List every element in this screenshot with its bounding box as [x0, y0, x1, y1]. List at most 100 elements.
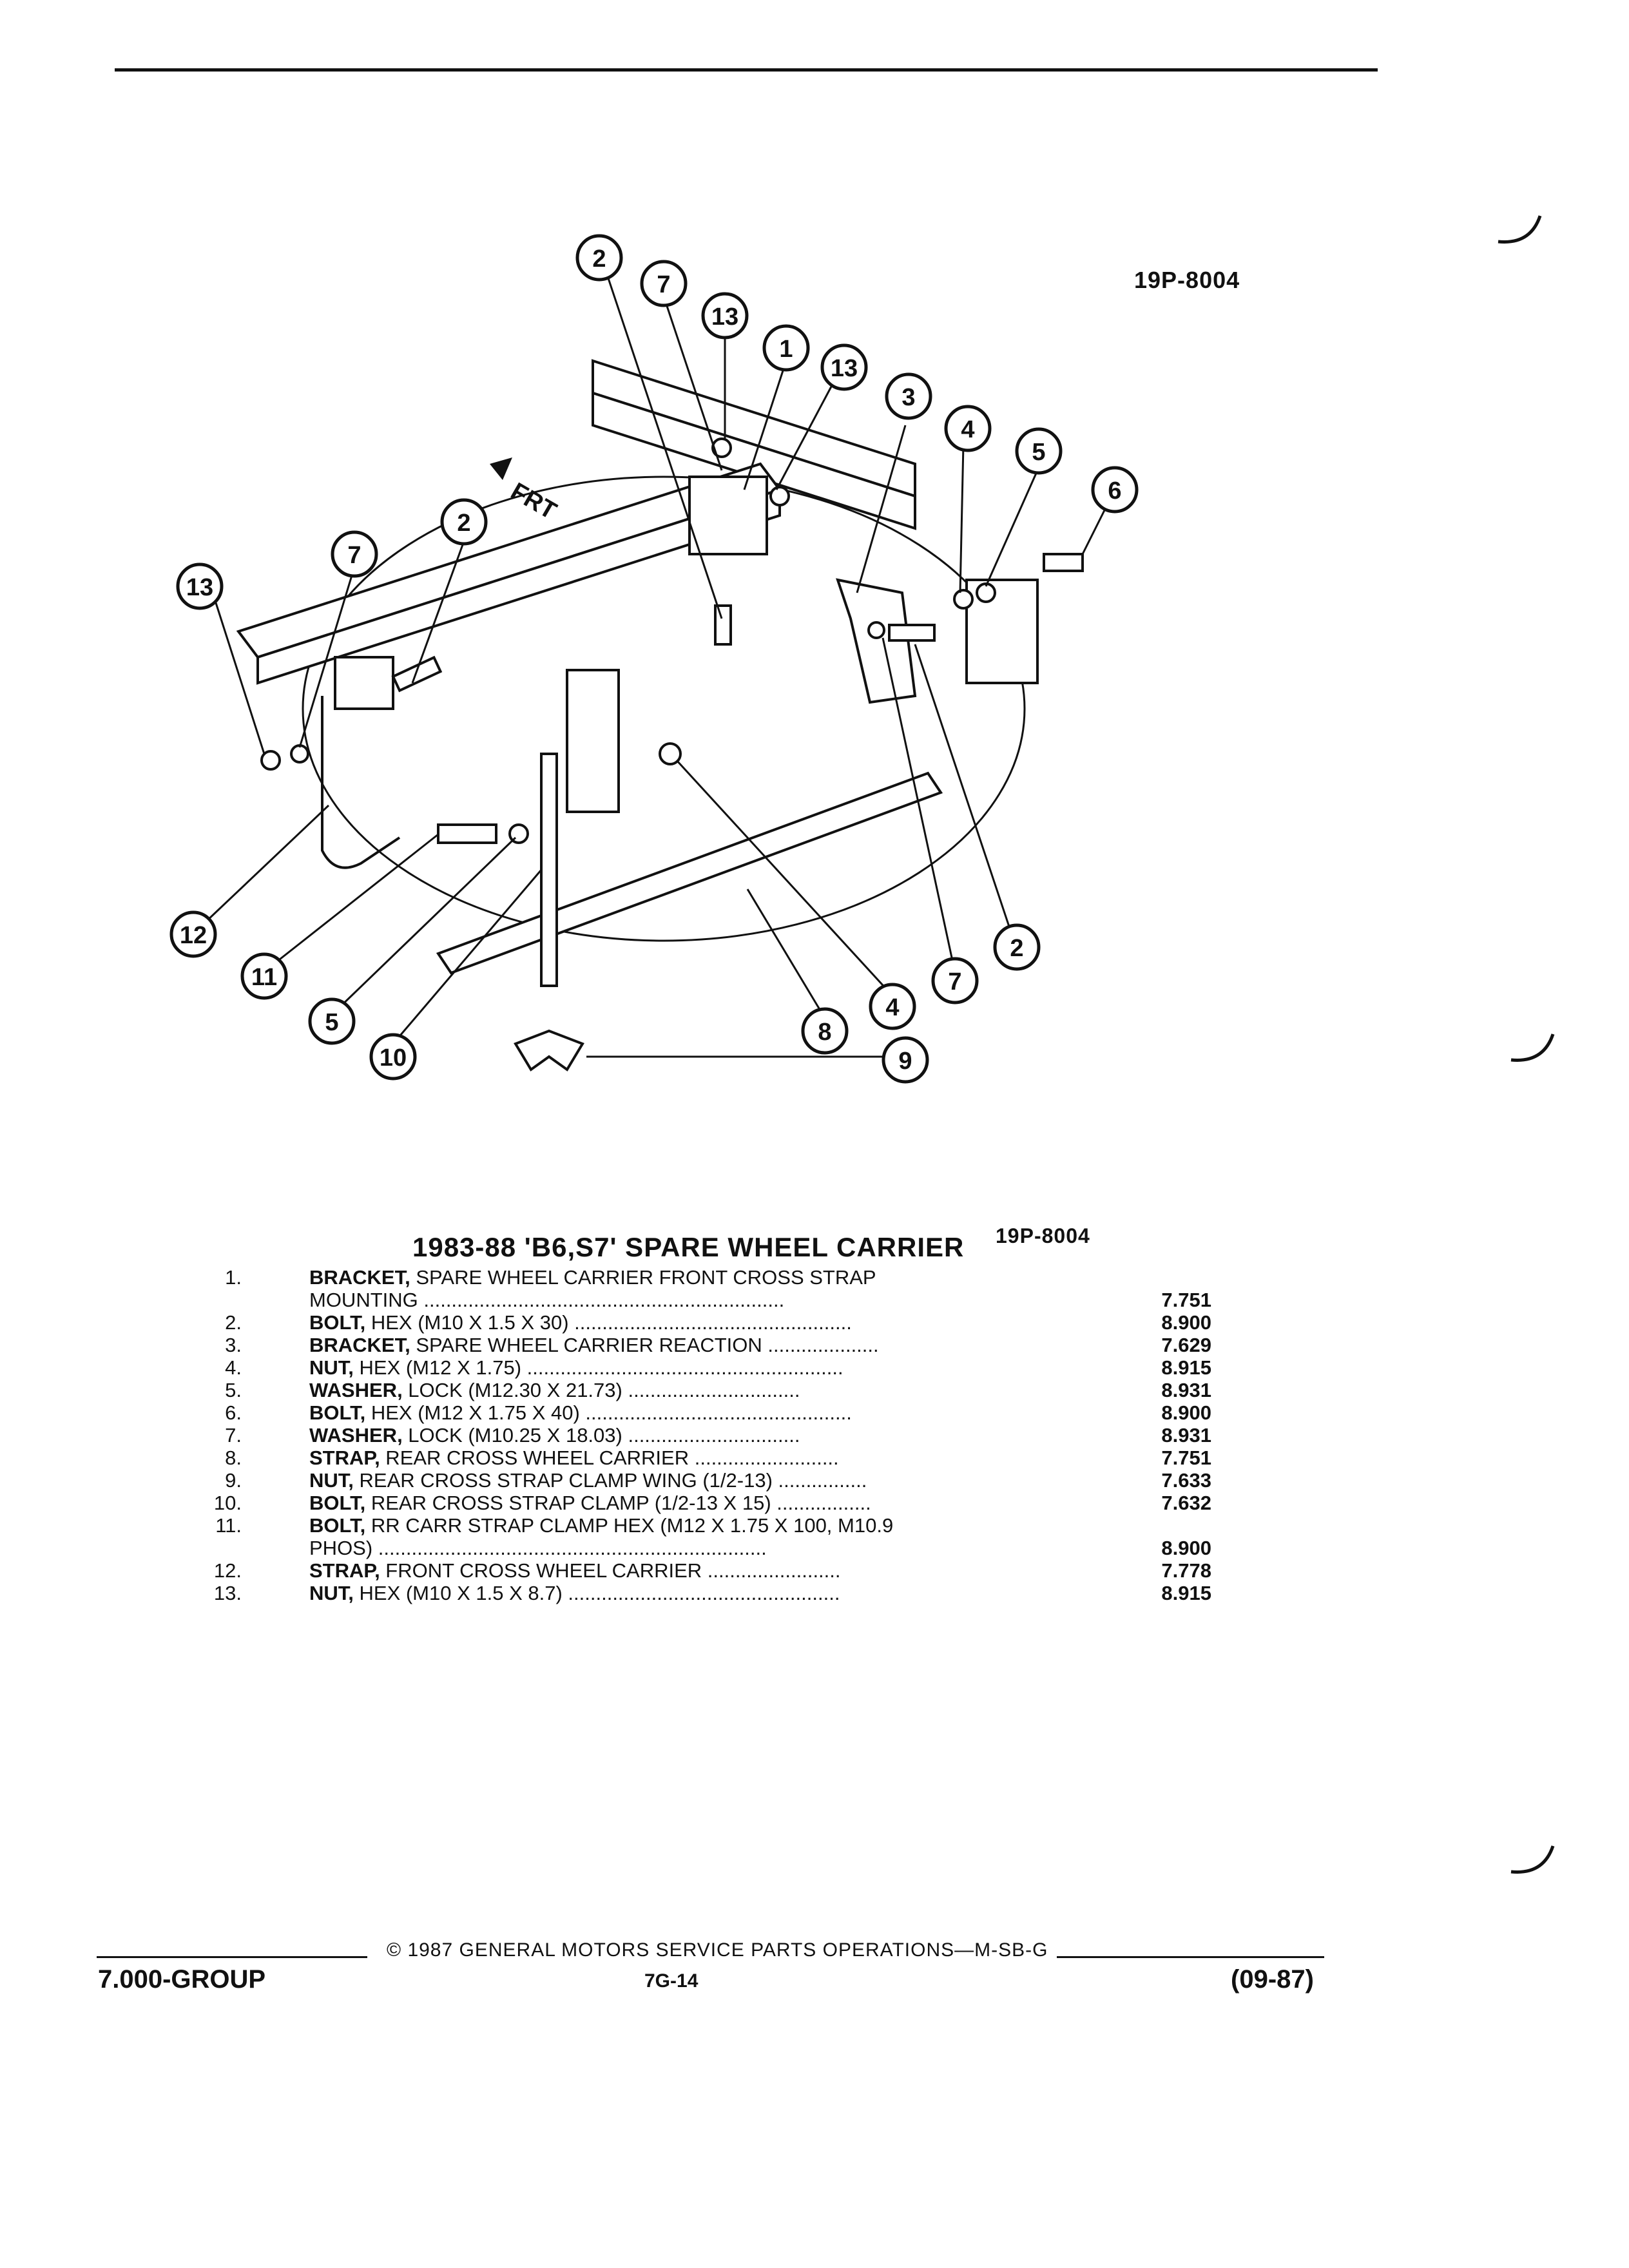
item-spec: FRONT CROSS WHEEL CARRIER ..............…	[380, 1559, 841, 1582]
item-number: 9.	[225, 1469, 242, 1492]
item-spec: LOCK (M12.30 X 21.73) ..................…	[402, 1379, 800, 1401]
item-spec: REAR CROSS STRAP CLAMP (1/2-13 X 15) ...…	[365, 1492, 871, 1514]
parts-list-row: 2. BOLT, HEX (M10 X 1.5 X 30) ...........…	[193, 1311, 1211, 1334]
callout-12: 12	[169, 910, 217, 958]
item-description: NUT, HEX (M10 X 1.5 X 8.7) .............…	[309, 1582, 1070, 1604]
item-number: 4.	[225, 1356, 242, 1379]
svg-text:7: 7	[347, 542, 361, 569]
front-marker: FRT	[506, 477, 561, 524]
item-spec: REAR CROSS WHEEL CARRIER ...............…	[380, 1446, 839, 1469]
svg-text:7: 7	[948, 968, 961, 995]
item-description: BOLT, HEX (M12 X 1.75 X 40) ............…	[309, 1401, 1070, 1424]
svg-text:2: 2	[457, 510, 470, 537]
nut-13-left	[260, 750, 281, 771]
callout-5a: 5	[1015, 427, 1063, 475]
svg-text:3: 3	[901, 384, 915, 411]
item-group-number: 7.633	[1161, 1469, 1211, 1492]
parts-list: 1.BRACKET, SPARE WHEEL CARRIER FRONT CRO…	[193, 1266, 1211, 1604]
footer-date: (09-87)	[1231, 1965, 1314, 1994]
leader-lines	[205, 270, 1110, 1058]
parts-list-row: 3. BRACKET, SPARE WHEEL CARRIER REACTION …	[193, 1334, 1211, 1356]
item-description: STRAP, REAR CROSS WHEEL CARRIER ........…	[309, 1446, 1070, 1469]
item-spec: REAR CROSS STRAP CLAMP WING (1/2-13) ...…	[353, 1469, 867, 1492]
item-group-number: 8.931	[1161, 1379, 1211, 1401]
svg-text:5: 5	[1032, 439, 1045, 466]
item-name: BOLT,	[309, 1514, 366, 1537]
parts-list-row: 9. NUT, REAR CROSS STRAP CLAMP WING (1/2-…	[193, 1469, 1211, 1492]
footer-rule-right	[1057, 1956, 1324, 1958]
item-group-number: 7.751	[1161, 1446, 1211, 1469]
callout-2a: 2	[575, 234, 623, 282]
callout-4a: 4	[944, 405, 992, 452]
header-rule	[115, 68, 1378, 72]
ref-code-bottom: 19P-8004	[996, 1224, 1090, 1247]
binder-mark-2	[1510, 1033, 1555, 1062]
nut-4	[659, 742, 682, 765]
item-number: 8.	[225, 1446, 242, 1469]
item-spec: SPARE WHEEL CARRIER REACTION ...........…	[410, 1334, 879, 1356]
item-description: NUT, HEX (M12 X 1.75) ..................…	[309, 1356, 1070, 1379]
callout-10: 10	[369, 1033, 417, 1081]
svg-text:13: 13	[711, 303, 738, 331]
footer-rule-left	[97, 1956, 367, 1958]
callout-13b: 13	[820, 343, 868, 391]
svg-text:9: 9	[898, 1048, 912, 1075]
bolt-6	[1043, 553, 1084, 572]
svg-text:10: 10	[380, 1044, 407, 1072]
svg-text:8: 8	[818, 1019, 831, 1046]
binder-mark-1	[1498, 215, 1542, 244]
callout-9: 9	[882, 1036, 929, 1084]
threaded-rod	[540, 753, 558, 987]
washer-7-left	[290, 744, 309, 764]
svg-text:13: 13	[186, 574, 213, 601]
svg-text:5: 5	[325, 1009, 338, 1036]
parts-list-row: 6.BOLT, HEX (M12 X 1.75 X 40) ..........…	[193, 1401, 1211, 1424]
callout-13a: 13	[701, 292, 749, 340]
item-group-number: 7.751	[1161, 1289, 1211, 1311]
item-group-number: 8.900	[1161, 1311, 1211, 1334]
item-number: 10.	[213, 1492, 242, 1514]
callout-13c: 13	[176, 562, 224, 610]
item-group-number: 8.915	[1161, 1582, 1211, 1604]
svg-text:11: 11	[251, 964, 277, 991]
svg-text:2: 2	[592, 245, 606, 273]
rear-cross-strap	[436, 771, 943, 975]
item-description: BOLT, RR CARR STRAP CLAMP HEX (M12 X 1.7…	[309, 1514, 1070, 1537]
item-description-continued: MOUNTING ...............................…	[309, 1289, 785, 1311]
svg-text:4: 4	[961, 416, 974, 443]
callout-7a: 7	[640, 260, 688, 307]
item-description: NUT, REAR CROSS STRAP CLAMP WING (1/2-13…	[309, 1469, 1070, 1492]
item-group-number: 8.915	[1161, 1356, 1211, 1379]
callout-7b: 7	[331, 530, 378, 578]
item-name: BRACKET,	[309, 1334, 410, 1356]
item-description: BRACKET, SPARE WHEEL CARRIER FRONT CROSS…	[309, 1266, 1070, 1289]
footer-group: 7.000-GROUP	[98, 1965, 266, 1994]
item-number: 3.	[225, 1334, 242, 1356]
item-name: BRACKET,	[309, 1266, 410, 1289]
item-name: WASHER,	[309, 1424, 403, 1446]
svg-text:2: 2	[1010, 935, 1023, 962]
item-description: STRAP, FRONT CROSS WHEEL CARRIER .......…	[309, 1559, 1070, 1582]
wing-nut	[514, 1029, 584, 1072]
item-spec: LOCK (M10.25 X 18.03) ..................…	[402, 1424, 800, 1446]
item-number: 2.	[225, 1311, 242, 1334]
front-arrow-icon	[490, 457, 512, 480]
svg-text:12: 12	[180, 922, 207, 949]
item-group-number: 8.931	[1161, 1424, 1211, 1446]
parts-list-row: 10.BOLT, REAR CROSS STRAP CLAMP (1/2-13 …	[193, 1492, 1211, 1514]
item-name: STRAP,	[309, 1446, 380, 1469]
front-strap-bracket	[688, 476, 768, 555]
callout-8: 8	[801, 1007, 849, 1055]
item-spec: HEX (M10 X 1.5 X 8.7) ..................…	[353, 1582, 840, 1604]
item-spec: HEX (M12 X 1.75 X 40) ..................…	[365, 1401, 852, 1424]
item-name: NUT,	[309, 1356, 354, 1379]
item-group-number: 7.778	[1161, 1559, 1211, 1582]
item-description-continued: PHOS) ..................................…	[309, 1537, 767, 1559]
item-description: BOLT, HEX (M10 X 1.5 X 30) .............…	[309, 1311, 1070, 1334]
item-name: STRAP,	[309, 1559, 380, 1582]
parts-list-row: 1.BRACKET, SPARE WHEEL CARRIER FRONT CRO…	[193, 1266, 1211, 1311]
item-number: 5.	[225, 1379, 242, 1401]
item-name: WASHER,	[309, 1379, 403, 1401]
parts-list-row: 5. WASHER, LOCK (M12.30 X 21.73) ........…	[193, 1379, 1211, 1401]
item-spec: HEX (M10 X 1.5 X 30) ...................…	[365, 1311, 852, 1334]
